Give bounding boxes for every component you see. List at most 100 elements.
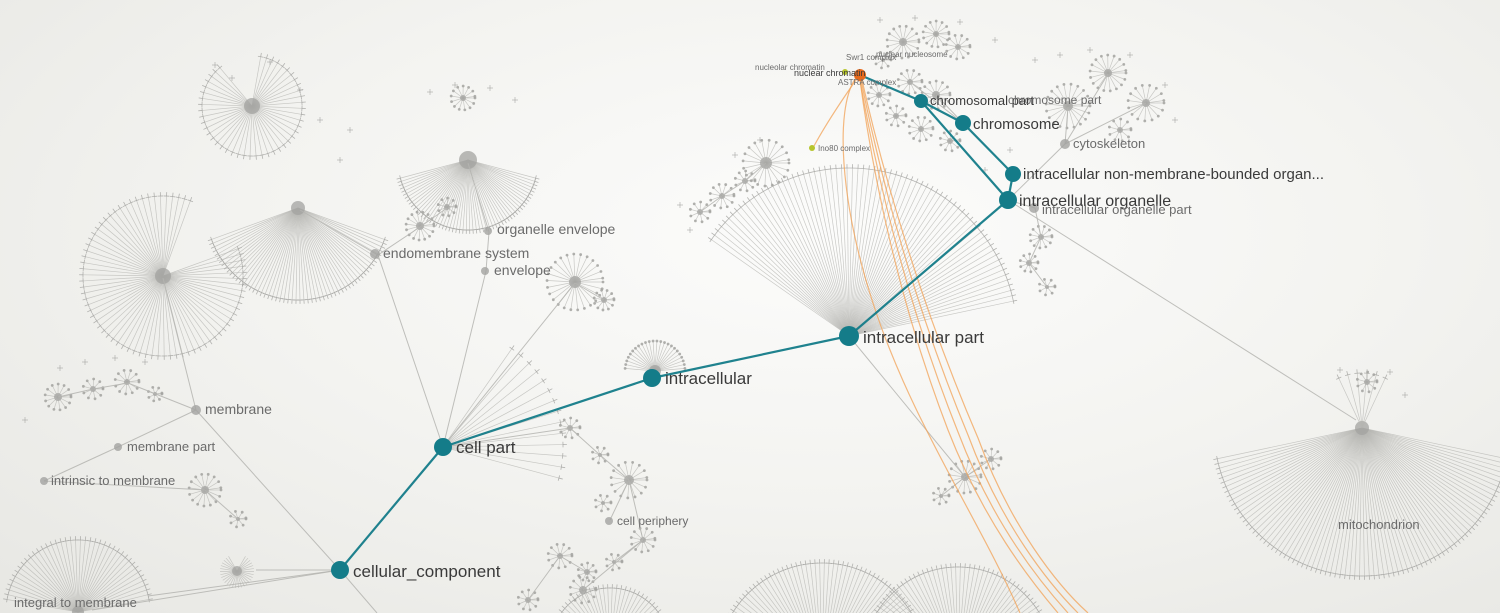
fan-tip-tick xyxy=(368,266,373,270)
fan-core-node[interactable] xyxy=(899,38,907,46)
fan-core-node[interactable] xyxy=(232,566,242,576)
fan-tip-tick xyxy=(1292,559,1295,564)
node-membrane[interactable] xyxy=(191,405,201,415)
fan-core-node[interactable] xyxy=(1063,101,1073,111)
node-chromosomal-part[interactable] xyxy=(914,94,928,108)
fan-core-node[interactable] xyxy=(460,95,466,101)
node-cellular-component[interactable] xyxy=(331,561,349,579)
fan-tip-dot xyxy=(958,138,962,142)
fan-cluster xyxy=(219,556,255,588)
fan-tip-dot xyxy=(1118,57,1122,61)
fan-tip-dot xyxy=(1044,293,1047,297)
node-intracellular-part[interactable] xyxy=(839,326,859,346)
fan-spoke xyxy=(297,207,342,290)
fan-tip-dot xyxy=(596,446,599,449)
fan-core-node[interactable] xyxy=(881,58,885,62)
fan-tip-dot xyxy=(1113,138,1117,142)
fan-tip-dot xyxy=(536,597,540,601)
fan-tip-tick xyxy=(988,242,993,249)
fan-core-node[interactable] xyxy=(893,113,899,119)
fan-spoke xyxy=(810,563,817,613)
fan-tip-tick xyxy=(1305,565,1308,570)
fan-tip-dot xyxy=(56,382,60,386)
fan-tip-dot xyxy=(889,57,893,61)
fan-core-node[interactable] xyxy=(876,92,882,98)
fan-cluster xyxy=(43,382,73,412)
fan-core-node[interactable] xyxy=(124,379,130,385)
fan-tip-dot xyxy=(587,579,591,583)
gray-edge xyxy=(377,254,444,448)
fan-tip-dot xyxy=(928,20,932,24)
satellite-marks-layer xyxy=(22,15,1408,423)
fan-core-node[interactable] xyxy=(918,126,924,132)
fan-core-node[interactable] xyxy=(1364,379,1370,385)
fan-cluster xyxy=(396,151,540,234)
gray-edge xyxy=(569,427,601,456)
node-intrinsic-to-membrane[interactable] xyxy=(40,477,48,485)
fan-tip-tick xyxy=(942,196,948,201)
fan-core-node[interactable] xyxy=(947,138,953,144)
node-organelle-envelope[interactable] xyxy=(484,227,492,235)
fan-spoke xyxy=(567,604,577,613)
fan-tip-dot xyxy=(596,306,600,310)
node-intracellular-organelle[interactable] xyxy=(999,191,1017,209)
node-membrane-part[interactable] xyxy=(114,443,122,451)
fan-core-node[interactable] xyxy=(155,268,171,284)
fan-core-node[interactable] xyxy=(459,151,477,169)
fan-tip-tick xyxy=(1287,555,1293,559)
node-intracellular-non-membrane-bounded-organ[interactable] xyxy=(1005,166,1021,182)
fan-tip-tick xyxy=(17,565,21,569)
fan-tip-tick xyxy=(756,580,760,585)
fan-spoke xyxy=(85,256,164,277)
fan-tip-tick xyxy=(547,387,551,394)
fan-core-node[interactable] xyxy=(72,606,84,613)
node-cell-part[interactable] xyxy=(434,438,452,456)
fan-tip-dot xyxy=(945,25,949,28)
fan-tip-tick xyxy=(926,183,929,188)
fan-tip-tick xyxy=(904,580,910,584)
fan-spoke xyxy=(162,275,243,285)
fan-core-node[interactable] xyxy=(569,276,581,288)
fan-tip-dot xyxy=(896,124,900,128)
node-cytoskeleton[interactable] xyxy=(1060,139,1070,149)
fan-spoke xyxy=(408,159,469,197)
fan-tip-dot xyxy=(579,253,583,256)
fan-spoke xyxy=(26,560,79,613)
node-endomembrane-system[interactable] xyxy=(370,249,380,259)
fan-spoke xyxy=(846,572,866,613)
fan-tip-tick xyxy=(561,605,566,609)
fan-spoke xyxy=(1262,427,1363,538)
fan-tip-dot xyxy=(606,307,610,311)
fan-core-node[interactable] xyxy=(955,44,961,50)
fan-tip-dot xyxy=(447,214,451,218)
fan-tip-dot xyxy=(892,27,896,31)
node-orange-node[interactable] xyxy=(854,69,866,81)
fan-tip-tick xyxy=(498,222,501,227)
node-cell-periphery[interactable] xyxy=(605,517,613,525)
fan-core-node[interactable] xyxy=(244,98,260,114)
node-green-node[interactable] xyxy=(809,145,815,151)
fan-tip-dot xyxy=(610,292,614,295)
fan-core-node[interactable] xyxy=(1117,127,1123,133)
fan-spoke xyxy=(276,207,299,298)
fan-tip-tick xyxy=(944,194,948,199)
node-intracellular-organelle-part[interactable] xyxy=(1029,203,1039,213)
fan-core-node[interactable] xyxy=(291,201,305,215)
fan-core-node[interactable] xyxy=(933,31,939,37)
node-chromosome[interactable] xyxy=(955,115,971,131)
fan-tip-tick xyxy=(926,568,929,572)
node-intracellular[interactable] xyxy=(643,369,661,387)
fan-tip-dot xyxy=(1043,278,1046,281)
node-envelope[interactable] xyxy=(481,267,489,275)
fan-tip-dot xyxy=(404,222,408,226)
fan-tip-tick xyxy=(1382,376,1388,380)
node-green-node[interactable] xyxy=(842,69,848,75)
fan-core-node[interactable] xyxy=(601,501,605,505)
fan-spoke xyxy=(590,591,599,613)
fan-tip-dot xyxy=(631,349,635,353)
fan-spoke xyxy=(717,230,850,337)
fan-tip-dot xyxy=(601,276,605,280)
fan-core-node[interactable] xyxy=(1104,69,1112,77)
